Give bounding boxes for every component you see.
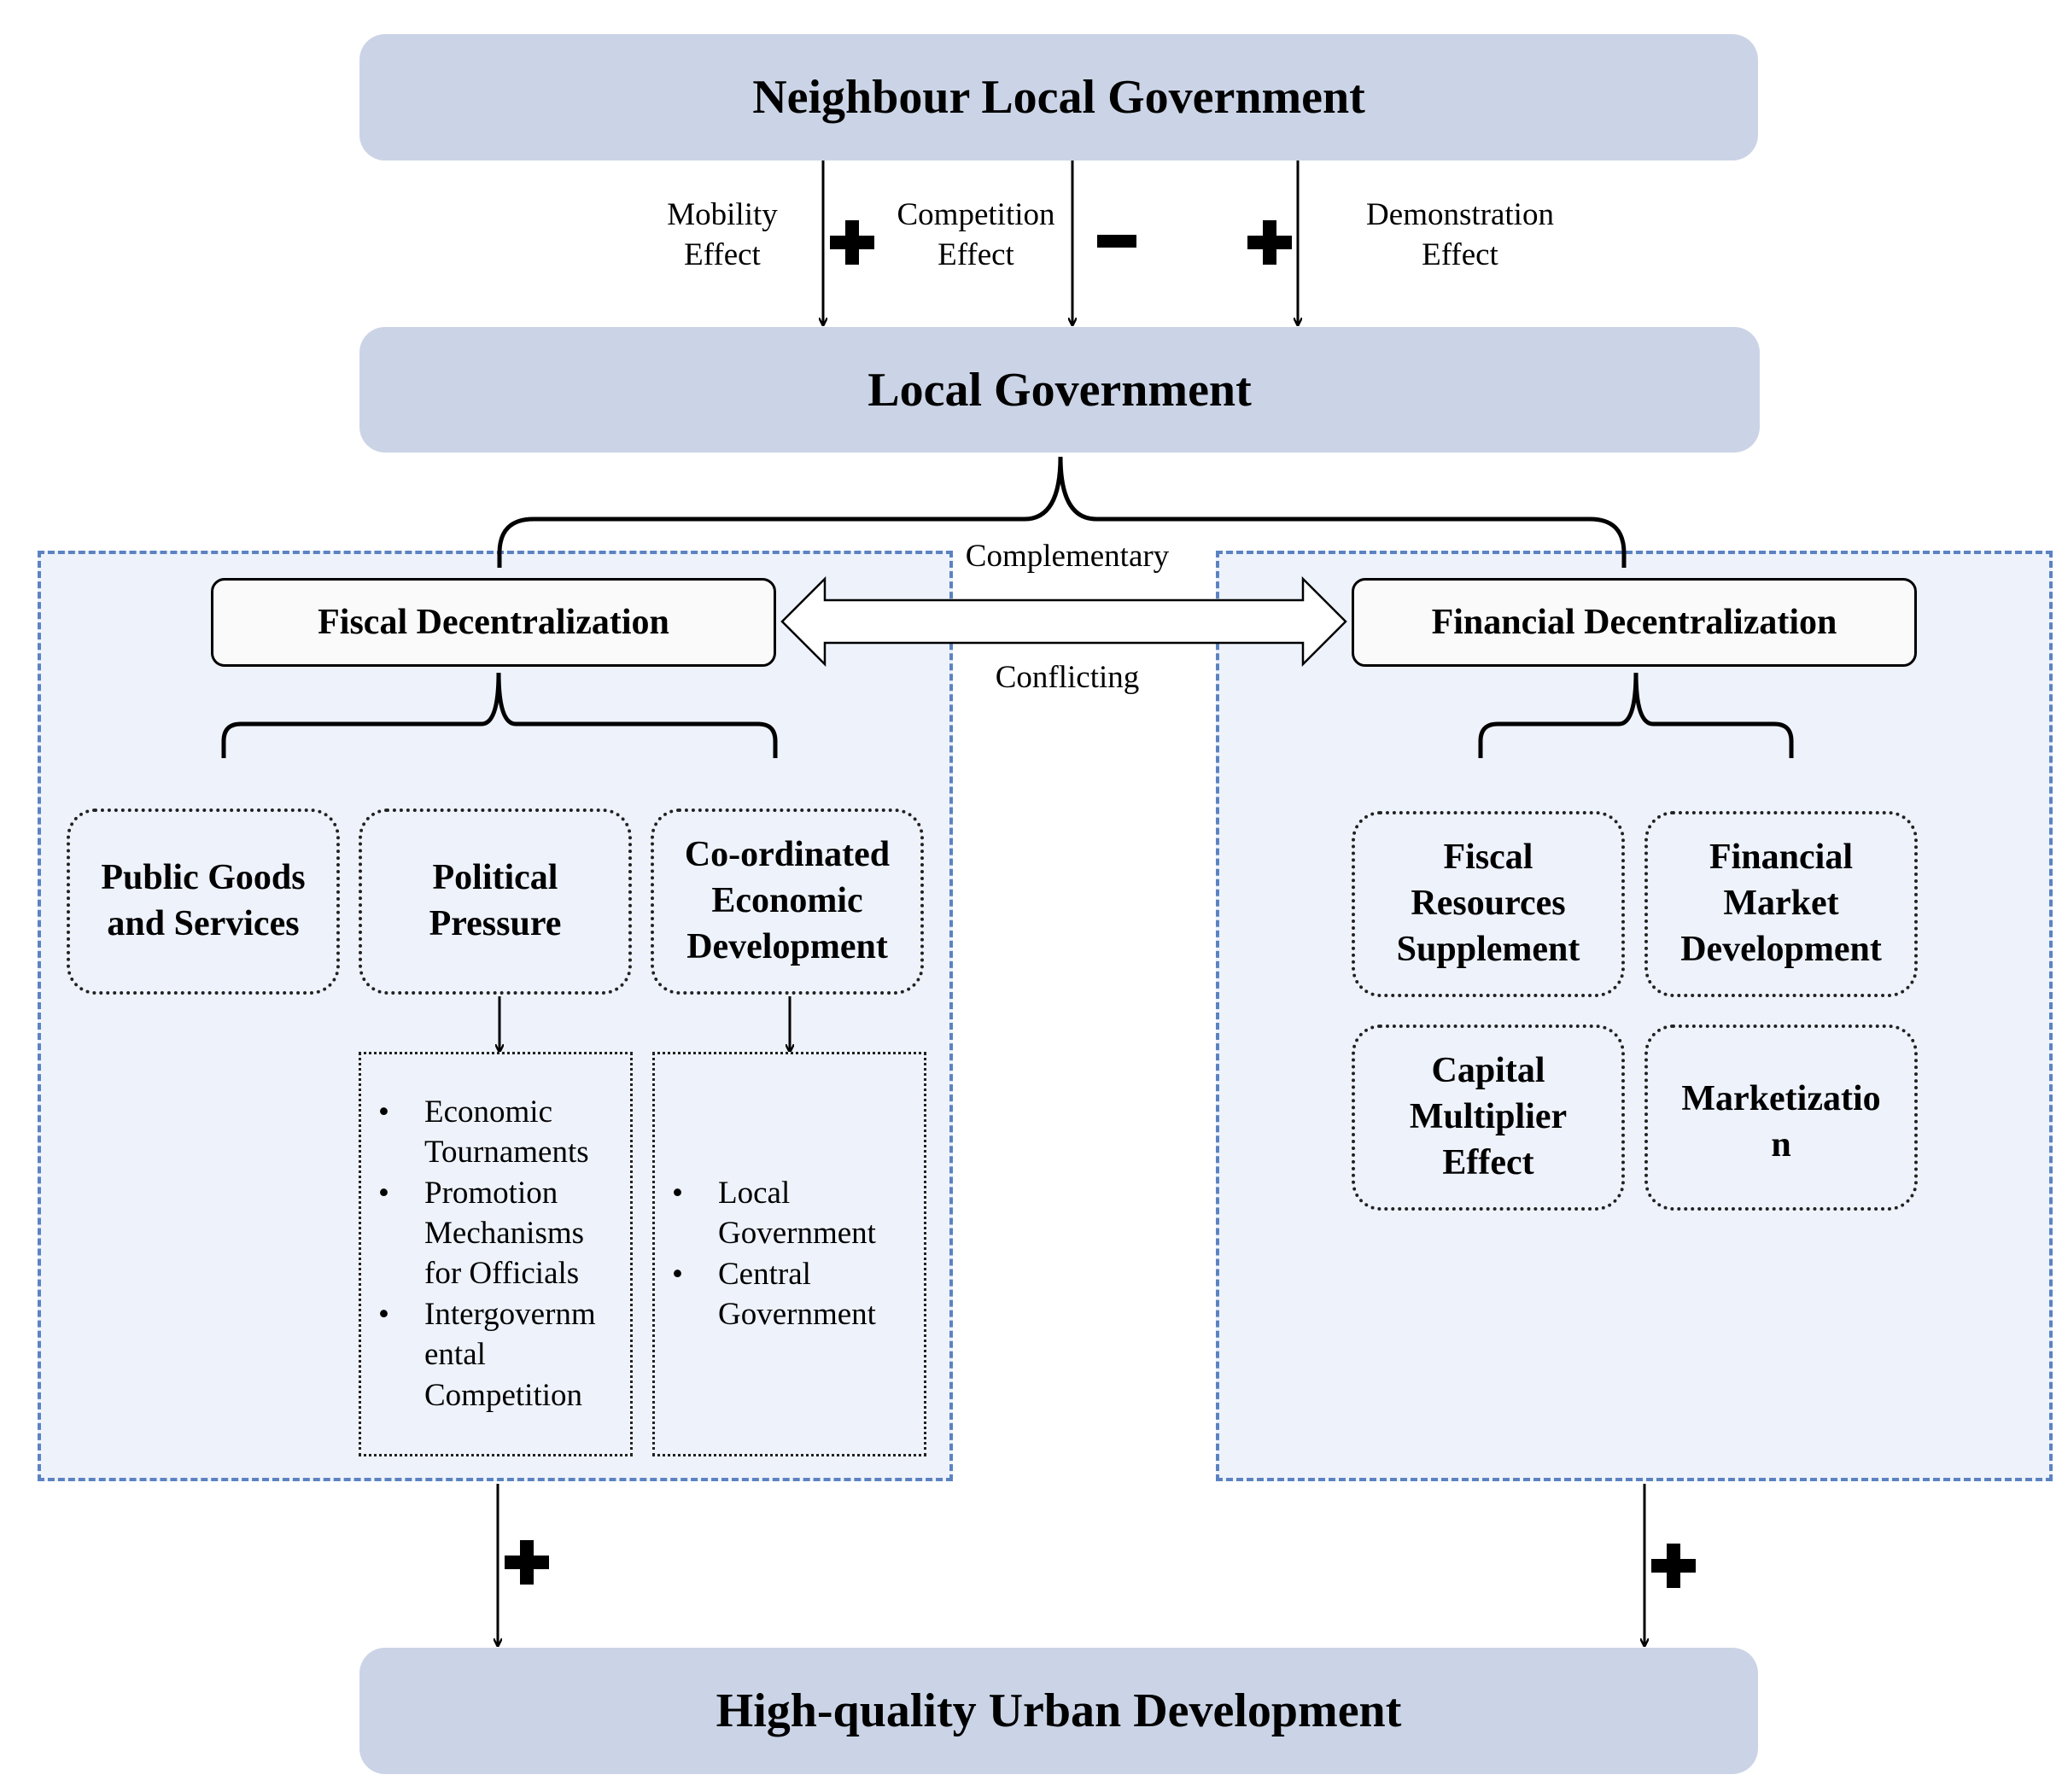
fiscal-decentralization-box: Fiscal Decentralization [211,578,776,667]
capital-multiplier-box: Capital Multiplier Effect [1352,1024,1625,1211]
mobility-plus-sign [830,220,874,265]
urban-development-box: High-quality Urban Development [359,1648,1758,1774]
fiscal-brace [221,672,778,758]
financial-brace [1478,672,1794,758]
demonstration-effect-label: Demonstration Effect [1366,197,1554,273]
financial-decentralization-title: Financial Decentralization [1431,603,1837,642]
public-goods-box: Public Goods and Services [67,808,340,995]
fiscal-resources-box: Fiscal Resources Supplement [1352,811,1625,997]
demonstration-plus-sign [1247,220,1292,265]
fiscal-decentralization-title: Fiscal Decentralization [318,603,669,642]
conflicting-label: Conflicting [995,660,1140,695]
coordinated-development-box: Co-ordinated Economic Development [651,808,924,995]
competition-effect-label: Competition Effect [897,197,1055,273]
marketization-box: Marketizatio n [1644,1024,1918,1211]
neighbour-local-government-title: Neighbour Local Government [752,71,1365,124]
relation-double-arrow [780,575,1347,668]
financial-market-box: Financial Market Development [1644,811,1918,997]
political-pressure-box: Political Pressure [359,808,632,995]
list-item: Intergovernm ental Competition [361,1294,630,1416]
complementary-label: Complementary [965,539,1170,574]
neighbour-local-government-box: Neighbour Local Government [359,34,1758,161]
mobility-effect-label: Mobility Effect [667,197,778,273]
financial-outcome-plus-sign [1651,1544,1696,1588]
financial-decentralization-box: Financial Decentralization [1352,578,1917,667]
urban-development-title: High-quality Urban Development [716,1684,1402,1737]
fiscal-outcome-plus-sign [505,1540,549,1585]
list-item: Economic Tournaments [361,1092,630,1173]
list-item: Local Government [655,1173,924,1254]
competition-minus-sign [1097,235,1136,248]
coordination-mechanisms-box: Local Government Central Government [652,1052,926,1456]
local-government-title: Local Government [867,363,1252,417]
local-government-box: Local Government [359,327,1760,452]
local-government-brace [497,456,1627,568]
list-item: Promotion Mechanisms for Officials [361,1173,630,1294]
list-item: Central Government [655,1254,924,1335]
political-mechanisms-box: Economic Tournaments Promotion Mechanism… [359,1052,633,1456]
